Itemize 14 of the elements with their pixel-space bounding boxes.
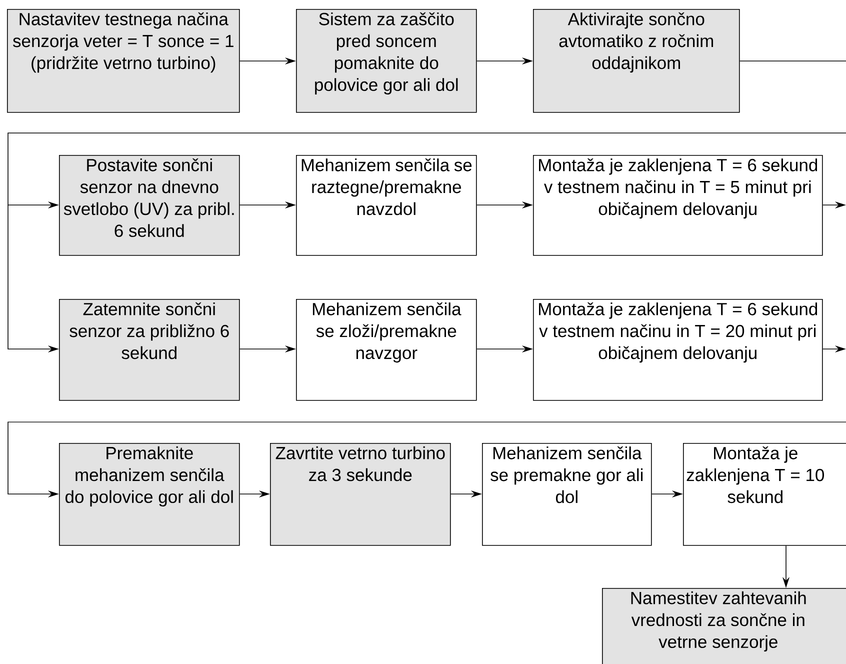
step-box: Mehanizem senčila se premakne gor ali dol [482, 443, 652, 546]
step-box: Montaža je zaklenjena T = 10 sekund [683, 443, 846, 546]
step-box: Montaža je zaklenjena T = 6 sekund v testnem načinu in T = 20 minut pri običajnem delovanju [533, 299, 823, 401]
step-box: Zavrtite vetrno turbino za 3 sekunde [270, 443, 451, 546]
step-box: Aktivirajte sončno avtomatiko z ročnim oddajnikom [533, 9, 740, 113]
step-box: Zatemnite sončni senzor za približno 6 sekund [59, 299, 240, 401]
step-box: Montaža je zaklenjena T = 6 sekund v testnem načinu in T = 5 minut pri običajnem delovanju [533, 155, 823, 256]
step-box: Namestitev zahtevanih vrednosti za sončne in vetrne senzorje [602, 588, 846, 664]
step-box: Mehanizem senčila se zloži/premakne navzgor [296, 299, 477, 401]
step-box: Premaknite mehanizem senčila do polovice gor ali dol [59, 443, 240, 546]
step-box: Sistem za zaščito pred soncem pomaknite do polovice gor ali dol [296, 9, 477, 113]
step-box: Mehanizem senčila se raztegne/premakne navzdol [296, 155, 477, 256]
step-box: Nastavitev testnega načina senzorja veter = T sonce = 1 (pridržite vetrno turbino) [7, 9, 240, 113]
step-box: Postavite sončni senzor na dnevno svetlobo (UV) za pribl. 6 sekund [59, 155, 240, 256]
